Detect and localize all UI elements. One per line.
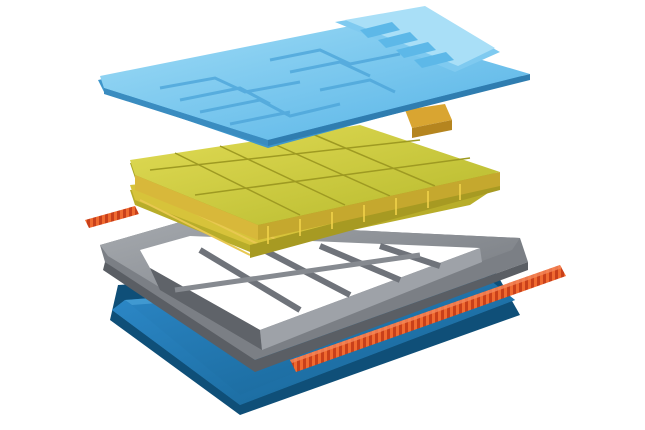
coolant-line-lower: [290, 265, 566, 372]
connector-block: [405, 104, 452, 138]
coolant-line-upper: [85, 206, 139, 228]
cooling-plate-cover: [98, 6, 530, 148]
cell-module-upper: [130, 125, 500, 244]
module-frame: [100, 222, 528, 372]
